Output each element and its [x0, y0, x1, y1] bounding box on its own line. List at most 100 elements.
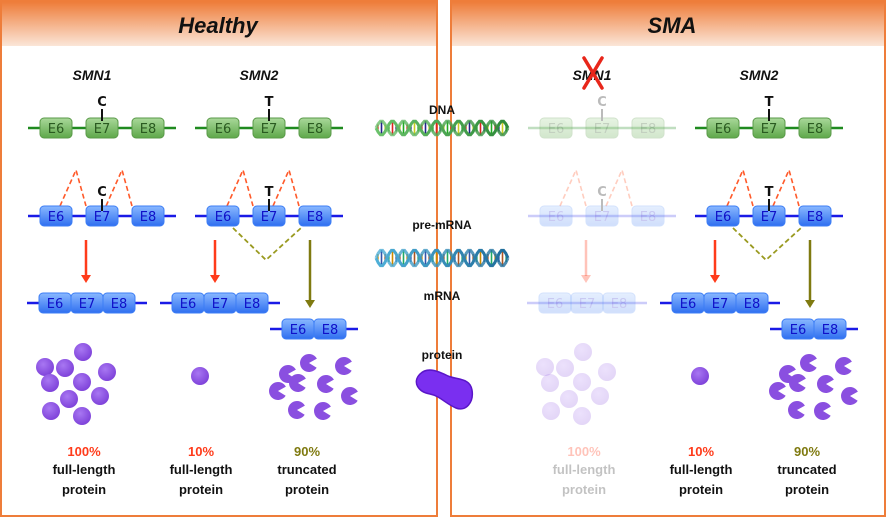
exon-e8: E8 [798, 117, 832, 139]
truncated-protein-icon [289, 373, 306, 392]
exon-label: E6 [48, 210, 65, 225]
exon-label: E8 [822, 323, 839, 338]
protein-cluster-full [36, 343, 116, 425]
exon-e6: E6 [38, 292, 72, 314]
exon-e8: E8 [631, 117, 665, 139]
exon-e8: E8 [131, 117, 165, 139]
helix-strand [374, 248, 510, 268]
full-length-protein-icon [541, 374, 559, 392]
exon-label: E7 [212, 297, 229, 312]
outcome-line1: full-length [553, 462, 616, 477]
exon-box [631, 205, 665, 227]
exon-e6: E6 [171, 292, 205, 314]
truncated-protein-icon [835, 357, 852, 376]
exon-e7: E7 [585, 117, 619, 139]
outcome-percent: 90% [294, 444, 320, 459]
process-legend: DNA pre-mRNA mRNA protein [374, 103, 510, 410]
exon-label: E6 [215, 122, 232, 137]
truncated-protein-icon [817, 375, 834, 394]
exon-label: E8 [807, 210, 824, 225]
exon-box [206, 205, 240, 227]
outcome-line1: full-length [670, 462, 733, 477]
exon-box [798, 117, 832, 139]
exon-e6: E6 [706, 205, 740, 227]
exon-e8: E8 [131, 205, 165, 227]
full-length-protein-icon [42, 402, 60, 420]
exon-label: E8 [140, 210, 157, 225]
splice-line [272, 167, 300, 207]
exon-label: E6 [790, 323, 807, 338]
panel-header [452, 2, 884, 46]
exon-e7: E7 [752, 205, 786, 227]
outcome-line2: protein [285, 482, 329, 497]
outcome-percent: 90% [794, 444, 820, 459]
splice-line [605, 167, 633, 207]
exon-e6: E6 [781, 318, 815, 340]
exon-label: E6 [215, 210, 232, 225]
exon-box [706, 117, 740, 139]
exon-label: E8 [611, 297, 628, 312]
nucleotide-rna: T [765, 185, 774, 200]
exon-e8: E8 [298, 117, 332, 139]
exon-label: E7 [79, 297, 96, 312]
outcome-percent: 10% [188, 444, 214, 459]
exon-box [39, 205, 73, 227]
splice-line [105, 167, 133, 207]
full-length-protein-icon [542, 402, 560, 420]
exon-e6: E6 [39, 205, 73, 227]
exon-e8: E8 [798, 205, 832, 227]
exon-label: E8 [111, 297, 128, 312]
exon-box [313, 318, 347, 340]
truncated-protein-icon [789, 374, 806, 393]
exon-e6: E6 [206, 205, 240, 227]
exon-e8: E8 [102, 292, 136, 314]
outcome-line2: protein [562, 482, 606, 497]
exon-box [298, 117, 332, 139]
outcome-label: 100% full-length protein [553, 444, 616, 497]
exon-box [813, 318, 847, 340]
full-length-protein-icon [598, 363, 616, 381]
splice-line [772, 167, 800, 207]
exon-label: E7 [261, 210, 278, 225]
exon-label: E8 [322, 323, 339, 338]
exon-box [539, 117, 573, 139]
truncated-protein-icon [769, 382, 786, 400]
exon-label: E7 [579, 297, 596, 312]
full-length-protein-icon [574, 343, 592, 361]
exon-e6: E6 [538, 292, 572, 314]
panel-title: SMA [648, 13, 697, 38]
exon-e8: E8 [298, 205, 332, 227]
exon-label: E7 [761, 210, 778, 225]
exon-label: E6 [47, 297, 64, 312]
full-length-protein-icon [591, 387, 609, 405]
exon-e8: E8 [235, 292, 269, 314]
panel-border [450, 0, 886, 517]
outcome-percent: 10% [688, 444, 714, 459]
exon-box [631, 117, 665, 139]
truncated-protein-icon [800, 354, 817, 372]
truncated-protein-icon [299, 353, 317, 372]
full-length-protein-icon [573, 373, 591, 391]
exon-e7: E7 [752, 117, 786, 139]
exon-e6: E6 [206, 117, 240, 139]
full-length-protein-icon [91, 387, 109, 405]
exon-label: E6 [548, 210, 565, 225]
exon-e6: E6 [539, 117, 573, 139]
exon-label: E8 [744, 297, 761, 312]
exon-label: E7 [712, 297, 729, 312]
protein-label: protein [422, 348, 463, 362]
pre-mrna-label: pre-mRNA [412, 218, 472, 232]
mrna-label: mRNA [424, 289, 461, 303]
nucleotide-rna: C [97, 185, 107, 200]
exon-box [235, 292, 269, 314]
protein-blob-icon [415, 369, 474, 410]
exon-e7: E7 [85, 117, 119, 139]
outcome-percent: 100% [567, 444, 601, 459]
exon-box [102, 292, 136, 314]
outcome-line1: truncated [777, 462, 836, 477]
